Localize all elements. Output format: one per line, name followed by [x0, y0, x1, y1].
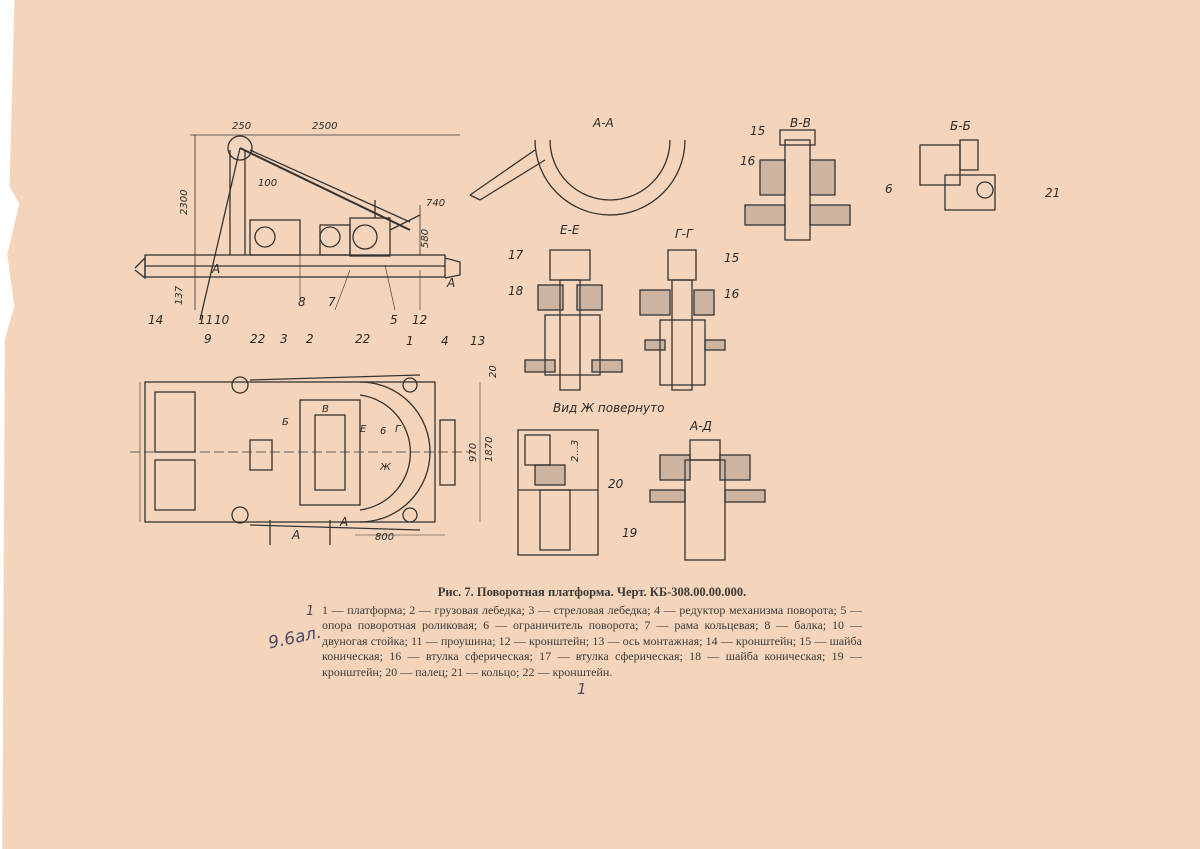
letter-g: Г [395, 424, 402, 435]
letter-a-top-2: А [339, 515, 348, 529]
dim-1870: 1870 [484, 437, 495, 462]
view-zh [517, 429, 599, 556]
callout-3: 3 [280, 332, 288, 346]
letter-a-top: А [291, 528, 300, 542]
letter-v: В [322, 404, 329, 415]
callout-9: 9 [204, 332, 212, 346]
callout-gg-16: 16 [724, 287, 740, 301]
callout-22b: 22 [355, 332, 370, 346]
label-section-ee: Е-Е [560, 223, 580, 237]
letter-b: Б [282, 417, 289, 428]
callout-12: 12 [412, 313, 427, 327]
dim-2-3: 2...3 [570, 440, 581, 462]
label-section-gg: Г-Г [675, 227, 694, 241]
label-section-vv: В-В [790, 116, 811, 130]
callout-bb-6: 6 [885, 182, 893, 196]
section-gg [639, 249, 726, 391]
dim-100: 100 [258, 178, 277, 189]
letter-a-side: А [211, 262, 220, 276]
caption-title: Рис. 7. Поворотная платформа. Черт. КБ-3… [437, 585, 747, 599]
callout-vv-15: 15 [750, 124, 765, 138]
label-section-bb: Б-Б [950, 119, 971, 133]
dim-250: 250 [232, 121, 251, 132]
callout-5: 5 [390, 313, 398, 327]
section-aa [469, 139, 686, 216]
caption-body: 1 — платформа; 2 — грузовая лебедка; 3 —… [322, 602, 862, 679]
letter-e: Е [360, 424, 367, 435]
section-ee [524, 249, 623, 391]
label-section-aa: А-А [592, 116, 614, 130]
figure-caption: Рис. 7. Поворотная платформа. Черт. КБ-3… [322, 585, 862, 680]
dim-2500: 2500 [312, 121, 337, 132]
dim-740: 740 [426, 198, 445, 209]
dim-20: 20 [488, 365, 499, 378]
callout-gg-15: 15 [724, 251, 739, 265]
callout-8: 8 [298, 295, 306, 309]
callout-4: 4 [441, 334, 449, 348]
callout-1: 1 [406, 334, 414, 348]
letter-zh: Ж [379, 462, 392, 473]
callout-11: 11 [198, 313, 213, 327]
dim-800: 800 [375, 532, 394, 543]
callout-22a: 22 [250, 332, 265, 346]
section-ad [649, 439, 766, 561]
callout-10: 10 [214, 313, 230, 327]
section-bb [919, 139, 996, 211]
dim-137: 137 [174, 285, 185, 305]
handwritten-mark-2: 1 [577, 680, 587, 698]
callout-vv-16: 16 [740, 154, 756, 168]
dim-580: 580 [420, 229, 431, 248]
top-view [130, 374, 481, 545]
section-vv [744, 129, 851, 241]
letter-6: 6 [380, 426, 386, 437]
dim-2300: 2300 [179, 190, 190, 215]
callout-7: 7 [328, 295, 336, 309]
callout-13: 13 [470, 334, 485, 348]
callout-zh-20: 20 [608, 477, 624, 491]
label-view-zh: Вид Ж повернуто [553, 401, 664, 415]
callout-ee-18: 18 [508, 284, 524, 298]
callout-bb-21: 21 [1045, 186, 1060, 200]
handwritten-mark-1: 1 [306, 604, 315, 619]
side-view [134, 134, 461, 321]
letter-a-side-right: А [446, 276, 455, 290]
label-section-ad: А-Д [689, 419, 712, 433]
callout-zh-19: 19 [622, 526, 637, 540]
callout-2: 2 [306, 332, 314, 346]
dim-970: 970 [468, 443, 479, 462]
callout-14: 14 [148, 313, 163, 327]
callout-ee-17: 17 [508, 248, 524, 262]
